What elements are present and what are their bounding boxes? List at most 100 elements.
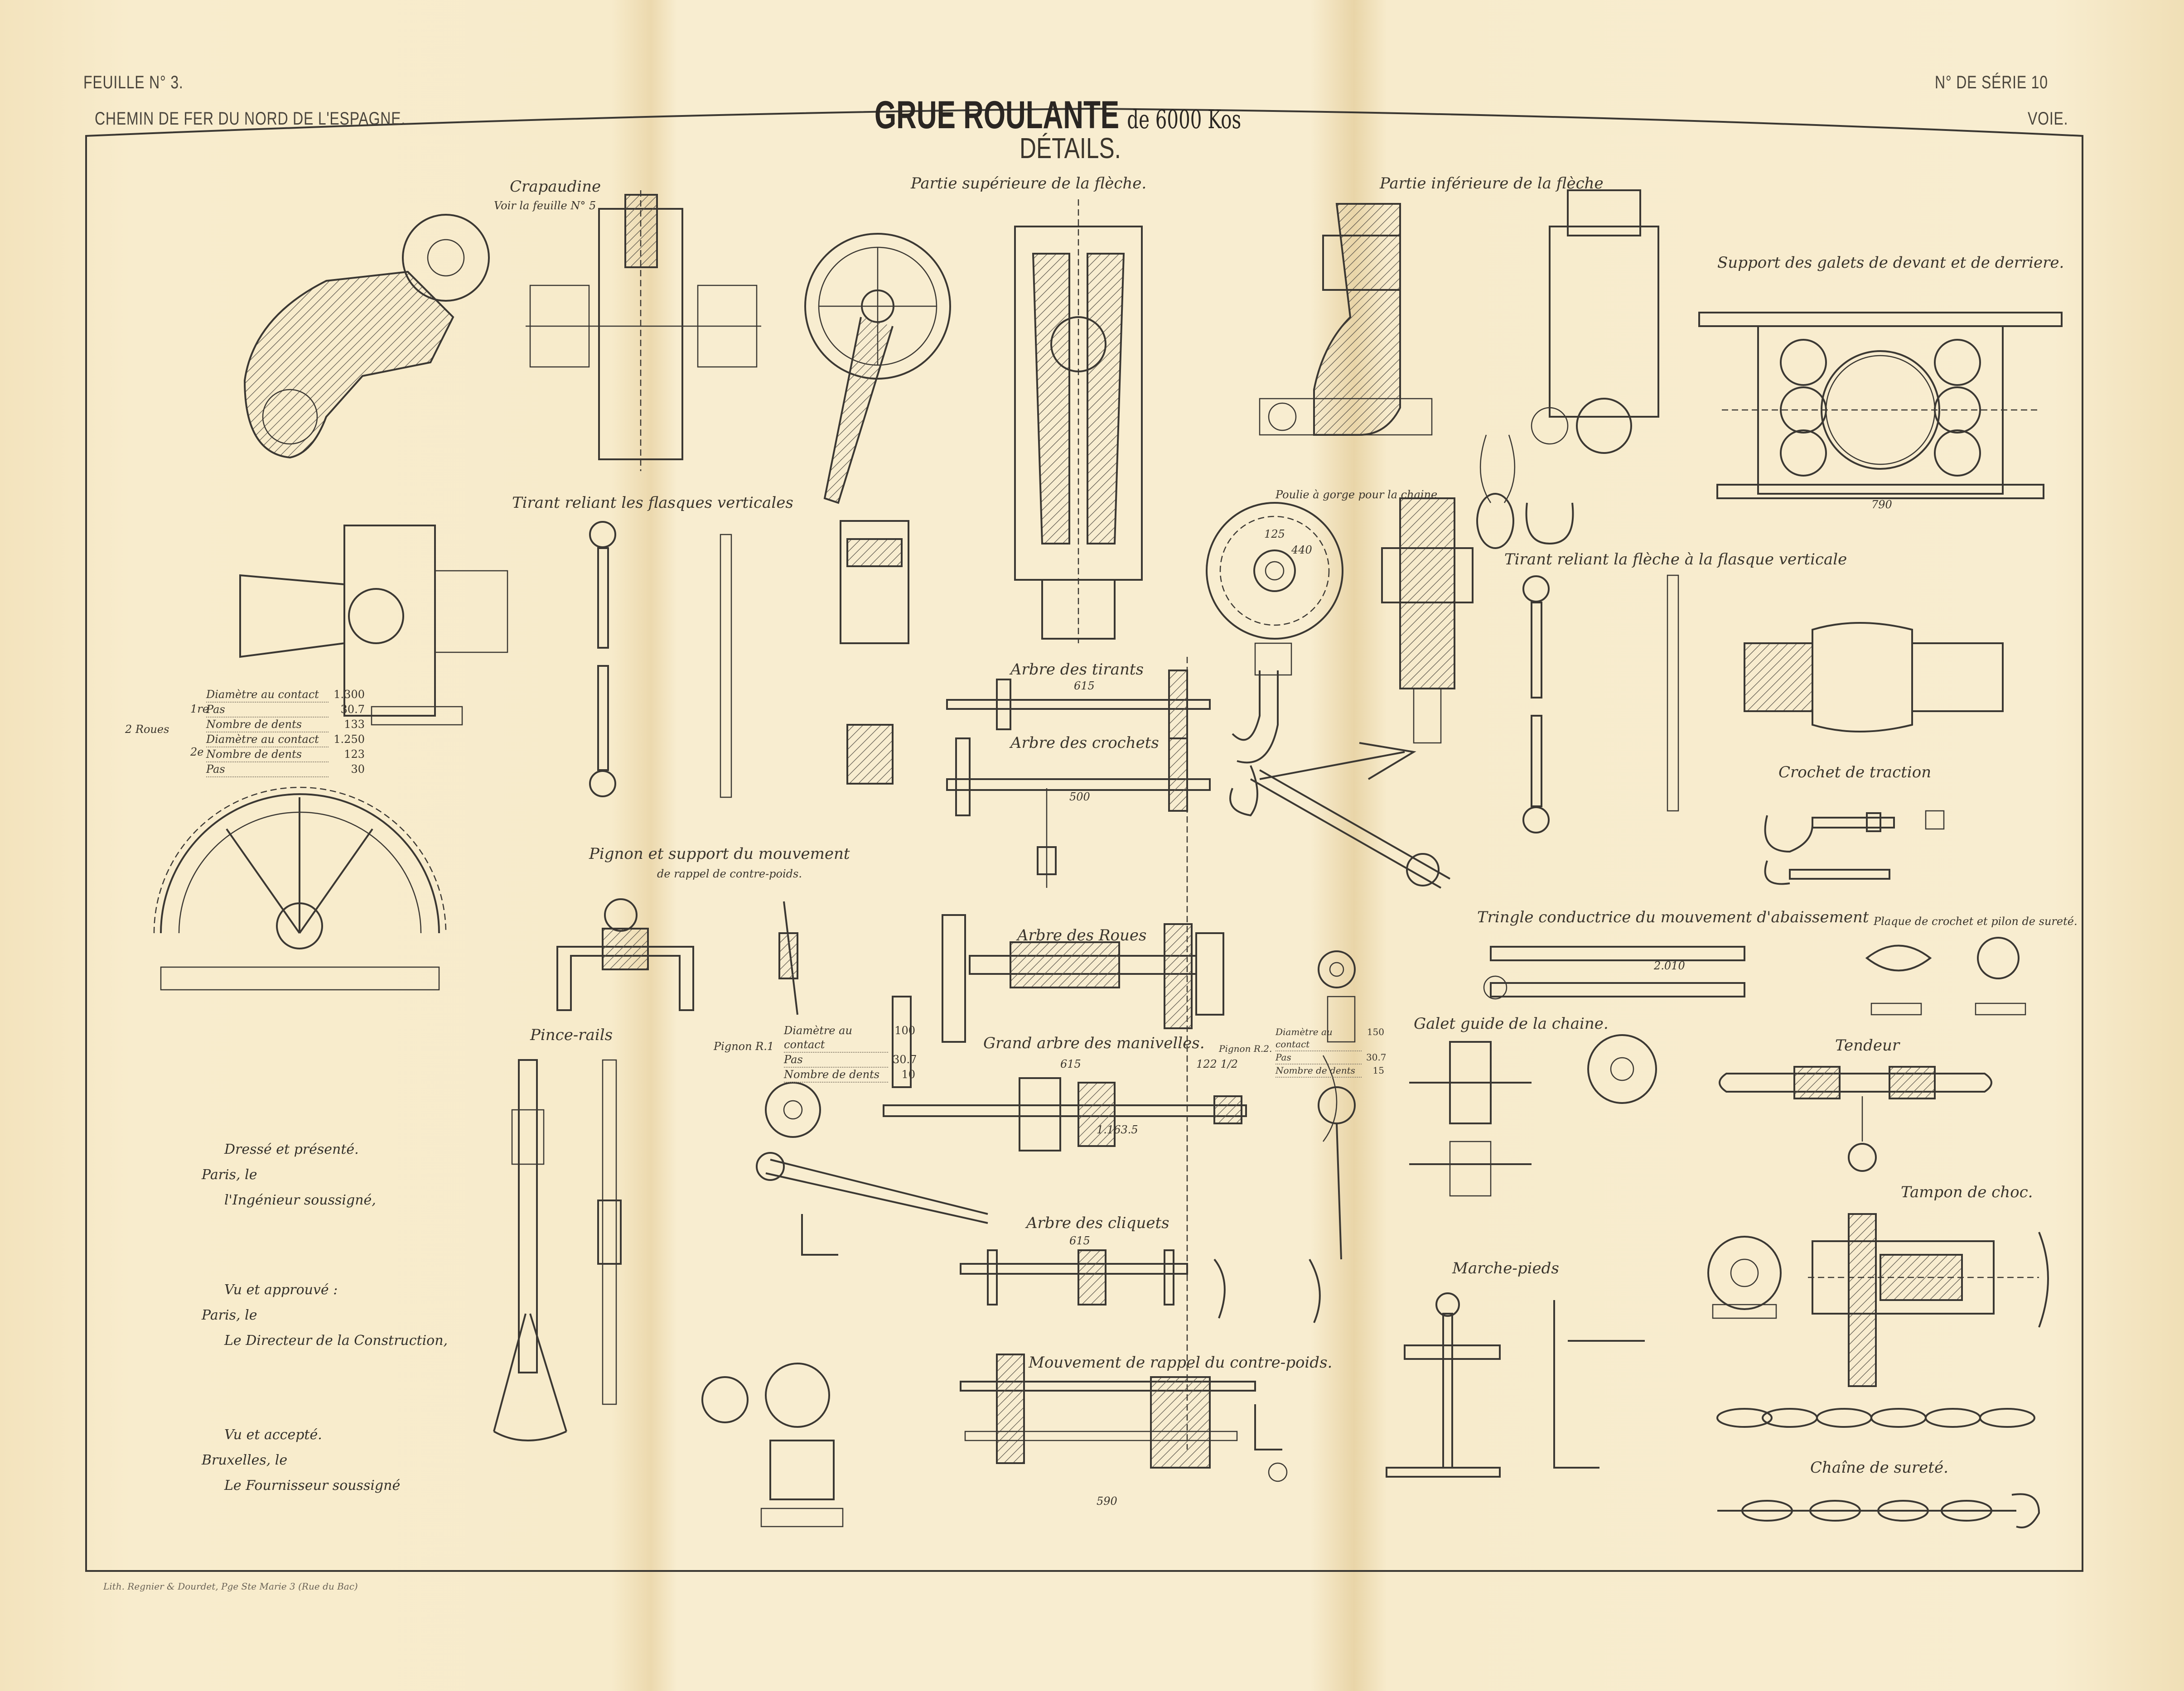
row-value: 1.300 (333, 688, 365, 701)
row-value: 123 (344, 748, 365, 761)
dim-poulie-dia: 440 (1291, 544, 1312, 556)
row-value: 30.7 (1366, 1052, 1387, 1063)
caption-poulie: Poulie à gorge pour la chaine (1276, 488, 1438, 501)
pignon-r2-label: Pignon R.2. (1219, 1043, 1272, 1054)
row-value: 30.7 (893, 1053, 917, 1066)
caption-crapaudine: Crapaudine (510, 178, 601, 196)
dim-arbre-cliquets: 615 (1069, 1234, 1090, 1247)
roues-first-label: 1re (190, 703, 209, 715)
caption-crapaudine-ref: Voir la feuille N° 5 (494, 199, 596, 212)
company-name: CHEMIN DE FER DU NORD DE L'ESPAGNE. (95, 109, 406, 129)
table-row: Nombre de dents 10 (784, 1068, 915, 1083)
dim-arbre-tirants: 615 (1074, 679, 1095, 692)
row-key: Nombre de dents (1276, 1065, 1362, 1078)
dim-support-galets: 790 (1871, 498, 1892, 511)
caption-tirant-flasques: Tirant reliant les flasques verticales (512, 494, 793, 512)
row-value: 10 (901, 1068, 915, 1081)
caption-plaque: Plaque de crochet et pilon de sureté. (1874, 915, 2078, 928)
table-row: Pas 30.7 (784, 1053, 917, 1068)
row-key: Nombre de dents (206, 747, 329, 762)
signature-block-engineer: Dressé et présenté. Paris, le l'Ingénieu… (202, 1137, 376, 1213)
row-key: Pas (1276, 1051, 1362, 1065)
dim-tringle: 2.010 (1654, 959, 1685, 972)
row-key: Diamètre au contact (206, 688, 329, 703)
title-capacity: de 6000 Kos (1127, 105, 1242, 135)
caption-galet-guide: Galet guide de la chaine. (1414, 1015, 1609, 1033)
caption-arbre-roues: Arbre des Roues (1017, 926, 1147, 944)
title-main: GRUE ROULANTE (875, 93, 1120, 137)
caption-tringle: Tringle conductrice du mouvement d'abais… (1477, 908, 1869, 926)
row-value: 1.250 (333, 733, 365, 746)
caption-mouvement-rappel: Mouvement de rappel du contre-poids. (1029, 1354, 1333, 1372)
row-value: 150 (1367, 1026, 1384, 1037)
caption-tampon: Tampon de choc. (1901, 1183, 2033, 1201)
row-value: 100 (894, 1024, 915, 1037)
dim-poulie-hub: 125 (1264, 528, 1285, 540)
row-value: 30 (351, 763, 365, 776)
dim-grand-arbre-end: 122 1/2 (1196, 1058, 1238, 1070)
arbre-roues-drawing (942, 914, 1224, 1043)
arbre-cliquets-drawing (960, 1249, 1321, 1323)
row-value: 15 (1372, 1065, 1384, 1076)
row-key: Pas (784, 1053, 888, 1068)
caption-crochet-traction: Crochet de traction (1778, 763, 1932, 781)
caption-tirant-fleche: Tirant reliant la flèche à la flasque ve… (1504, 550, 1847, 568)
signature-block-supplier: Vu et accepté. Bruxelles, le Le Fourniss… (202, 1422, 400, 1498)
roue-dentee-drawing (153, 786, 447, 991)
row-key: Pas (206, 762, 329, 777)
pignon-r2-table: Diamètre au contact 150 Pas 30.7 Nombre de… (1276, 1026, 1387, 1078)
sheet-number: FEUILLE N° 3. (83, 72, 184, 92)
caption-marche-pieds: Marche-pieds (1452, 1259, 1559, 1277)
row-key: Diamètre au contact (1276, 1026, 1362, 1051)
caption-support-galets: Support des galets de devant et de derri… (1717, 254, 2064, 272)
pignon-support-drawing (556, 898, 798, 1015)
table-row: Pas 30.7 (1276, 1051, 1387, 1065)
caption-fleche-inf: Partie inférieure de la flèche (1380, 174, 1604, 193)
row-key: Nombre de dents (206, 718, 329, 732)
table-row: Nombre de dents 133 (206, 718, 365, 732)
row-value: 133 (344, 718, 365, 731)
signature-block-director: Vu et approuvé : Paris, le Le Directeur … (202, 1277, 448, 1354)
fleche-inferieure-drawing (1259, 189, 1659, 549)
poulie-drawing (1206, 497, 1474, 764)
row-key: Diamètre au contact (784, 1024, 888, 1053)
tirant-fleche-drawing (1522, 574, 1679, 833)
mouvement-rappel-drawing (701, 1354, 1288, 1527)
signature-place: Bruxelles, le (202, 1452, 288, 1468)
roues-label: 2 Roues (125, 723, 169, 736)
caption-fleche-sup: Partie supérieure de la flèche. (911, 174, 1147, 193)
arbres-drawing (846, 657, 1211, 1450)
table-row: Diamètre au contact 150 (1276, 1026, 1384, 1051)
plaque-drawing (1865, 937, 2026, 1016)
caption-pince-rails: Pince-rails (530, 1026, 613, 1044)
signature-role: l'Ingénieur soussigné, (224, 1192, 376, 1208)
section-name: VOIE. (2028, 109, 2068, 129)
signature-heading: Vu et approuvé : (224, 1282, 338, 1298)
pince-rails-drawing (493, 1059, 622, 1441)
pignon-r1-label: Pignon R.1 (714, 1040, 774, 1053)
caption-pignon-support: Pignon et support du mouvement (589, 845, 850, 863)
crochet-traction-drawing (1764, 810, 1945, 885)
dim-grand-arbre: 615 (1060, 1058, 1081, 1070)
grand-arbre-drawing (756, 950, 1356, 1260)
accouplement-drawing (1744, 622, 2004, 732)
table-row: Pas 30 (206, 762, 365, 777)
table-row: Nombre de dents 123 (206, 747, 365, 762)
signature-heading: Dressé et présenté. (224, 1142, 359, 1157)
row-key: Nombre de dents (784, 1068, 888, 1083)
series-number: N° DE SÉRIE 10 (1935, 72, 2048, 92)
dim-arbre-crochets: 500 (1069, 790, 1090, 803)
signature-role: Le Directeur de la Construction, (224, 1333, 448, 1349)
tendeur-drawing (1719, 1066, 1992, 1172)
caption-pignon-support-sub: de rappel de contre-poids. (657, 867, 802, 880)
signature-role: Le Fournisseur soussigné (224, 1478, 401, 1493)
galet-guide-drawing (1409, 1034, 1657, 1197)
signature-place: Paris, le (202, 1167, 257, 1183)
crapaudine-drawing (243, 190, 761, 471)
caption-arbre-crochets: Arbre des crochets (1010, 734, 1159, 752)
table-row: Nombre de dents 15 (1276, 1065, 1384, 1078)
table-row: Diamètre au contact 1.300 (206, 688, 365, 703)
